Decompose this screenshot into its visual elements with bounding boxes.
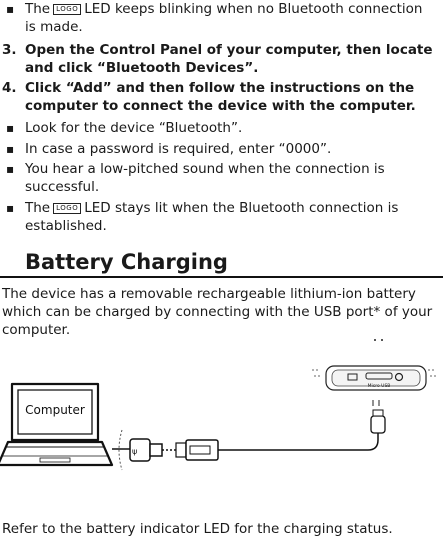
led-blink-text: LED keeps blinking when no Bluetooth con… [84, 1, 423, 17]
micro-usb-label: Micro USB [368, 383, 391, 389]
connection-hint-arc [118, 429, 123, 471]
led-blink-prefix: The [25, 1, 51, 17]
bullet-look-for-device: Look for the device “Bluetooth”. [25, 120, 243, 136]
bullet-marker: ▪ [6, 201, 15, 215]
led-lit-text: LED stays lit when the Bluetooth connect… [84, 200, 399, 216]
step-3-line-2: and click “Bluetooth Devices”. [25, 60, 259, 76]
led-lit-prefix: The [25, 200, 51, 216]
step-4-line-2: computer to connect the device with the … [25, 98, 416, 114]
bullet-marker: ▪ [6, 2, 15, 16]
heading-rule [0, 276, 443, 278]
decor-dots [374, 339, 383, 341]
usb-symbol-icon: ψ [132, 447, 137, 456]
battery-intro-paragraph: The device has a removable rechargeable … [2, 286, 433, 338]
bullet-marker: ▪ [6, 121, 15, 135]
step-4-line-1: Click “Add” and then follow the instruct… [25, 80, 415, 96]
section-heading: Battery Charging [25, 250, 228, 274]
logo-box: LOGO [53, 203, 82, 214]
device-illustration: Micro USB [312, 365, 436, 406]
computer-label: Computer [25, 403, 85, 417]
bullet-led-lit-continued: established. [25, 218, 107, 234]
logo-box: LOGO [53, 4, 82, 15]
bullet-sound-line-1: You hear a low-pitched sound when the co… [25, 161, 385, 177]
step-3-number: 3. [2, 42, 17, 58]
bullet-sound-line-2: successful. [25, 179, 100, 195]
bullet-marker: ▪ [6, 142, 15, 156]
step-4-number: 4. [2, 80, 17, 96]
footer-note: Refer to the battery indicator LED for t… [2, 521, 393, 537]
bullet-password: In case a password is required, enter “0… [25, 141, 332, 157]
led-blink-continued: is made. [25, 19, 83, 35]
bullet-marker: ▪ [6, 162, 15, 176]
step-3-line-1: Open the Control Panel of your computer,… [25, 42, 433, 58]
laptop-illustration: Computer [0, 382, 114, 467]
charging-diagram: Micro USB Computer ψ [0, 339, 436, 471]
usb-cable: ψ [112, 409, 386, 462]
